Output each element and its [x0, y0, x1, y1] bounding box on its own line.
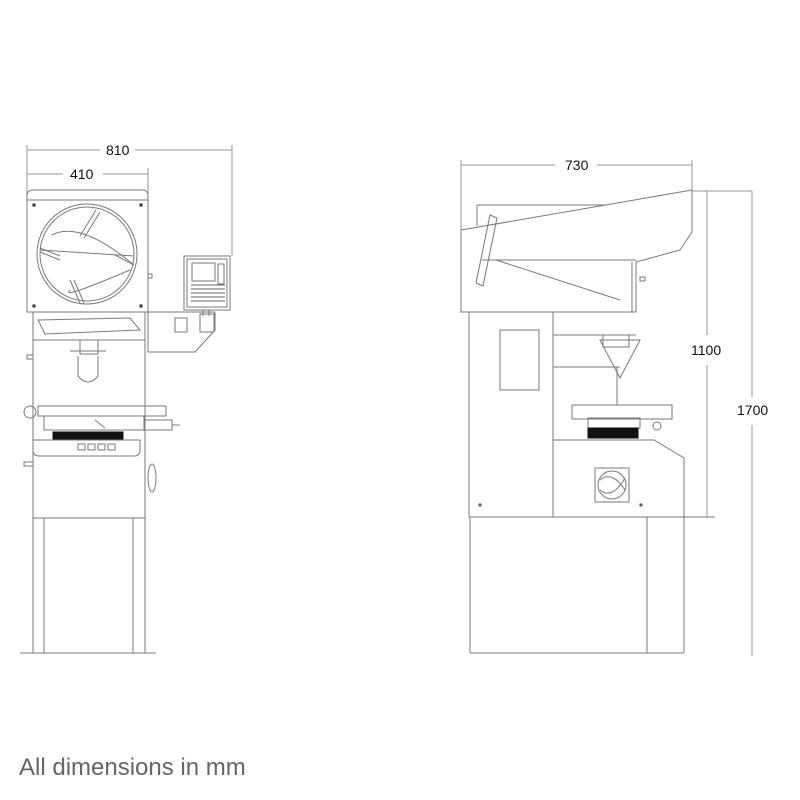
front-stage [23, 405, 180, 493]
front-base [20, 517, 156, 654]
lens-turret [70, 339, 106, 383]
side-hood [460, 189, 693, 313]
side-lower-cabinet [469, 439, 715, 518]
units-footnote: All dimensions in mm [19, 754, 246, 781]
projector-head [26, 189, 153, 313]
side-body [468, 312, 641, 517]
optics-housing [32, 311, 216, 353]
side-stage [571, 404, 673, 439]
dimension-1100: 1100 [688, 342, 725, 358]
side-dimension-lines [460, 160, 753, 656]
side-base [469, 517, 685, 654]
control-panel [183, 255, 231, 316]
dimension-730: 730 [562, 157, 592, 173]
dimension-410: 410 [67, 166, 97, 182]
dimension-1700: 1700 [734, 402, 772, 418]
dimension-810: 810 [103, 142, 133, 158]
front-dimension-lines [26, 145, 233, 256]
side-view [460, 160, 753, 656]
front-view [20, 145, 233, 654]
